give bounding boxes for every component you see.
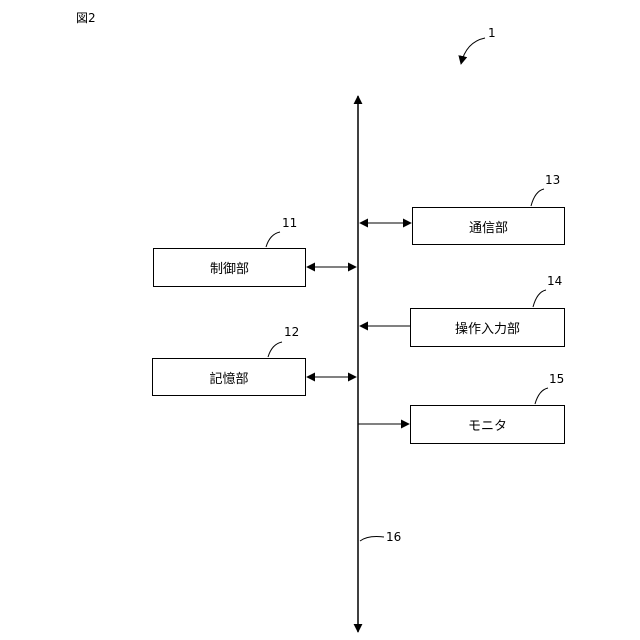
bus-ref-number: 16 bbox=[386, 530, 401, 544]
monitor-ref-leader bbox=[535, 388, 548, 404]
operation-input-unit-ref-number: 14 bbox=[547, 274, 562, 288]
monitor-label: モニタ bbox=[468, 415, 507, 434]
monitor-block: モニタ bbox=[410, 405, 565, 444]
control-unit-ref-number: 11 bbox=[282, 216, 297, 230]
operation-input-ref-leader bbox=[533, 290, 546, 307]
system-ref-number: 1 bbox=[488, 26, 496, 40]
system-ref-arrow bbox=[461, 38, 485, 64]
figure-label: 図2 bbox=[76, 11, 96, 25]
storage-ref-leader bbox=[268, 342, 282, 357]
communication-unit-block: 通信部 bbox=[412, 207, 565, 245]
control-unit-label: 制御部 bbox=[210, 258, 249, 277]
operation-input-unit-label: 操作入力部 bbox=[455, 318, 520, 337]
operation-input-unit-block: 操作入力部 bbox=[410, 308, 565, 347]
communication-unit-ref-number: 13 bbox=[545, 173, 560, 187]
control-ref-leader bbox=[266, 232, 280, 247]
monitor-ref-number: 15 bbox=[549, 372, 564, 386]
storage-unit-block: 記憶部 bbox=[152, 358, 306, 396]
control-unit-block: 制御部 bbox=[153, 248, 306, 287]
bus-leader-line bbox=[360, 537, 384, 542]
storage-unit-ref-number: 12 bbox=[284, 325, 299, 339]
communication-unit-label: 通信部 bbox=[469, 217, 508, 236]
communication-ref-leader bbox=[531, 189, 544, 206]
storage-unit-label: 記憶部 bbox=[209, 368, 248, 387]
